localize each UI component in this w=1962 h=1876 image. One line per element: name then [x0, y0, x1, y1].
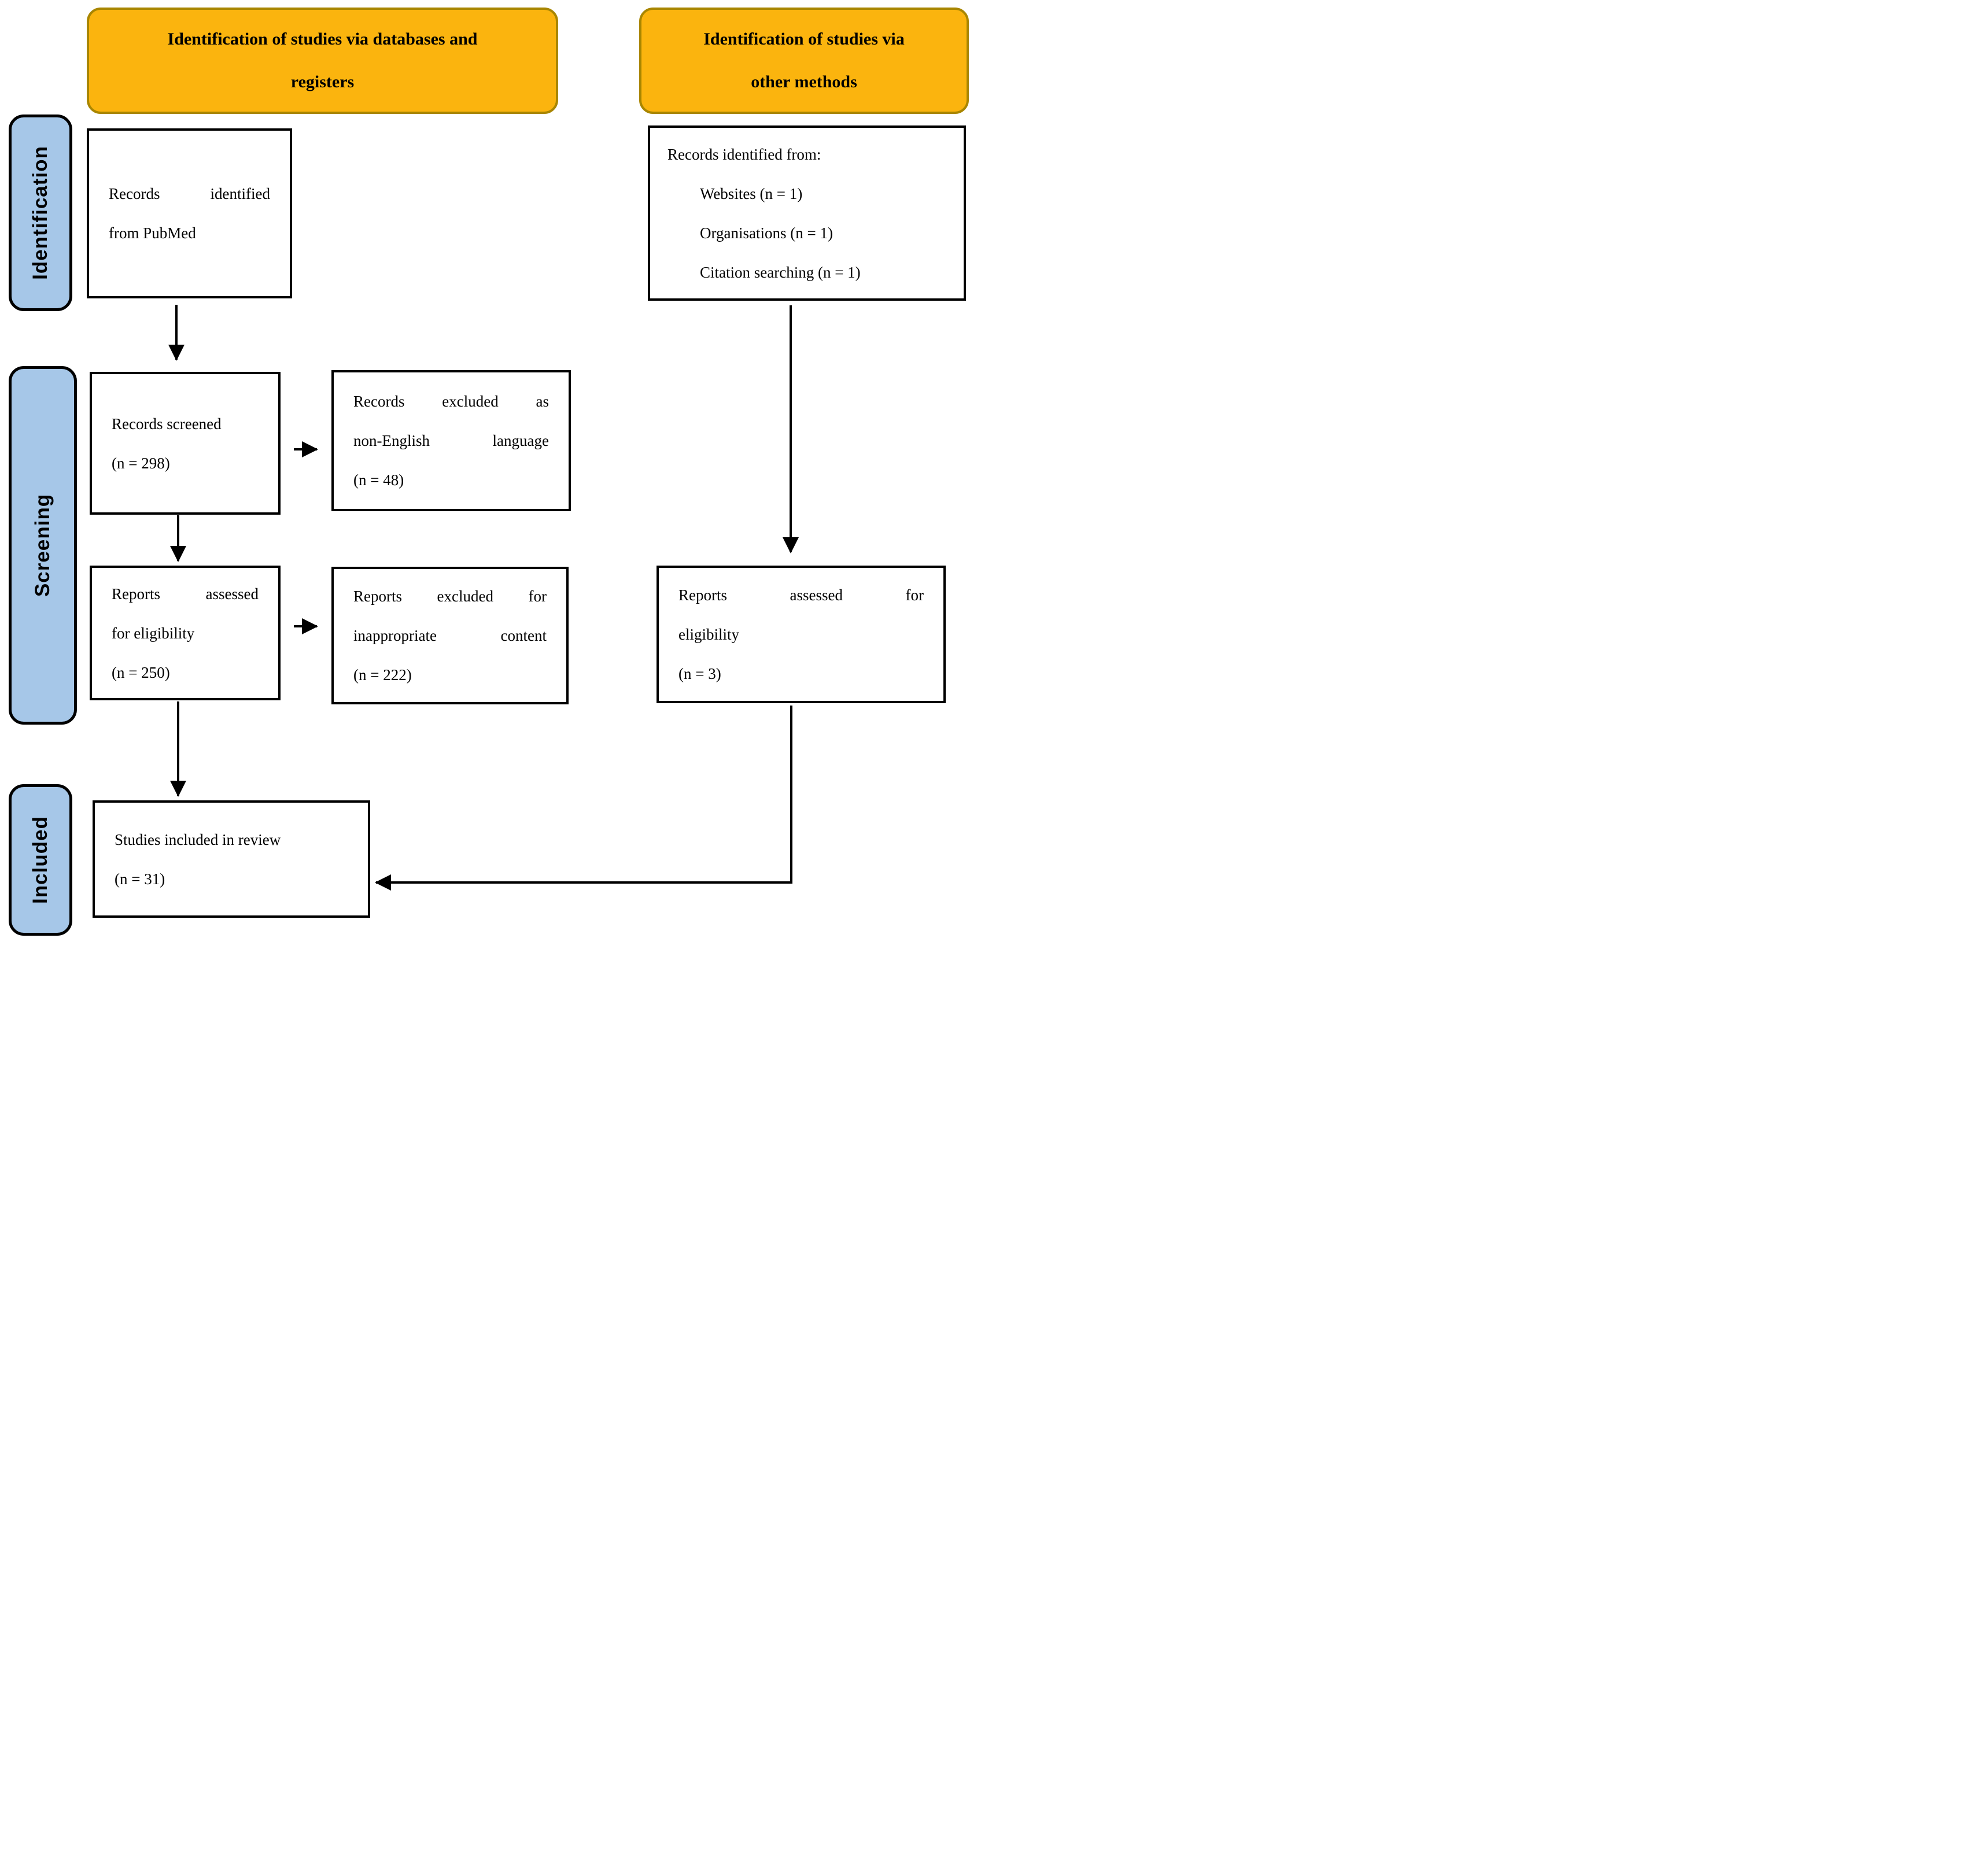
box-line: inappropriate content — [353, 627, 547, 644]
box-line: Records excluded as — [353, 393, 549, 410]
box-line: for eligibility — [112, 624, 195, 642]
box-line: Records identified from: — [667, 145, 821, 163]
box-line: (n = 222) — [353, 666, 412, 684]
box-line: Reports assessed — [112, 585, 259, 603]
stage-tab-screening: Screening — [9, 366, 77, 725]
list-item: Citation searching (n = 1) — [700, 263, 861, 281]
header-databases-line1: Identification of studies via databases … — [167, 29, 478, 49]
box-line: eligibility — [678, 626, 739, 643]
box-reports-excluded: Reports excluded for inappropriate conte… — [331, 567, 569, 704]
box-reports-assessed-other: Reports assessed for eligibility (n = 3) — [657, 566, 946, 703]
header-other-line2: other methods — [751, 72, 857, 91]
box-reports-assessed: Reports assessed for eligibility (n = 25… — [90, 566, 281, 700]
header-other-methods: Identification of studies via other meth… — [639, 8, 969, 114]
list-item: Websites (n = 1) — [700, 184, 803, 202]
stage-tab-included: Included — [9, 784, 72, 936]
box-line: (n = 48) — [353, 471, 404, 489]
box-line: (n = 250) — [112, 663, 170, 681]
box-records-screened: Records screened (n = 298) — [90, 372, 281, 515]
box-studies-included: Studies included in review (n = 31) — [93, 800, 370, 918]
box-line: Studies included in review — [115, 830, 281, 848]
box-line: Reports assessed for — [678, 586, 924, 604]
box-records-identified-pubmed: Records identified from PubMed — [87, 128, 292, 298]
box-line: (n = 3) — [678, 665, 721, 682]
box-line: (n = 31) — [115, 870, 165, 888]
box-line: from PubMed — [109, 224, 196, 242]
list-item: Organisations (n = 1) — [700, 224, 833, 242]
box-line: Records identified — [109, 185, 270, 202]
stage-tab-identification: Identification — [9, 115, 72, 311]
header-databases-registers: Identification of studies via databases … — [87, 8, 558, 114]
prisma-flow-diagram: Identification of studies via databases … — [0, 0, 981, 938]
box-line: non-English language — [353, 432, 549, 449]
header-databases-line2: registers — [290, 72, 355, 91]
stage-label-identification: Identification — [29, 146, 51, 280]
box-line: Reports excluded for — [353, 588, 547, 605]
box-line: Records screened — [112, 415, 222, 433]
box-line: (n = 298) — [112, 454, 170, 472]
header-other-line1: Identification of studies via — [703, 29, 905, 49]
stage-label-included: Included — [29, 816, 51, 904]
box-records-identified-other: Records identified from: Websites (n = 1… — [648, 125, 966, 301]
stage-label-screening: Screening — [31, 493, 54, 597]
arrow-other-assessed-to-included — [375, 706, 792, 891]
box-records-excluded: Records excluded as non-English language… — [331, 370, 571, 511]
